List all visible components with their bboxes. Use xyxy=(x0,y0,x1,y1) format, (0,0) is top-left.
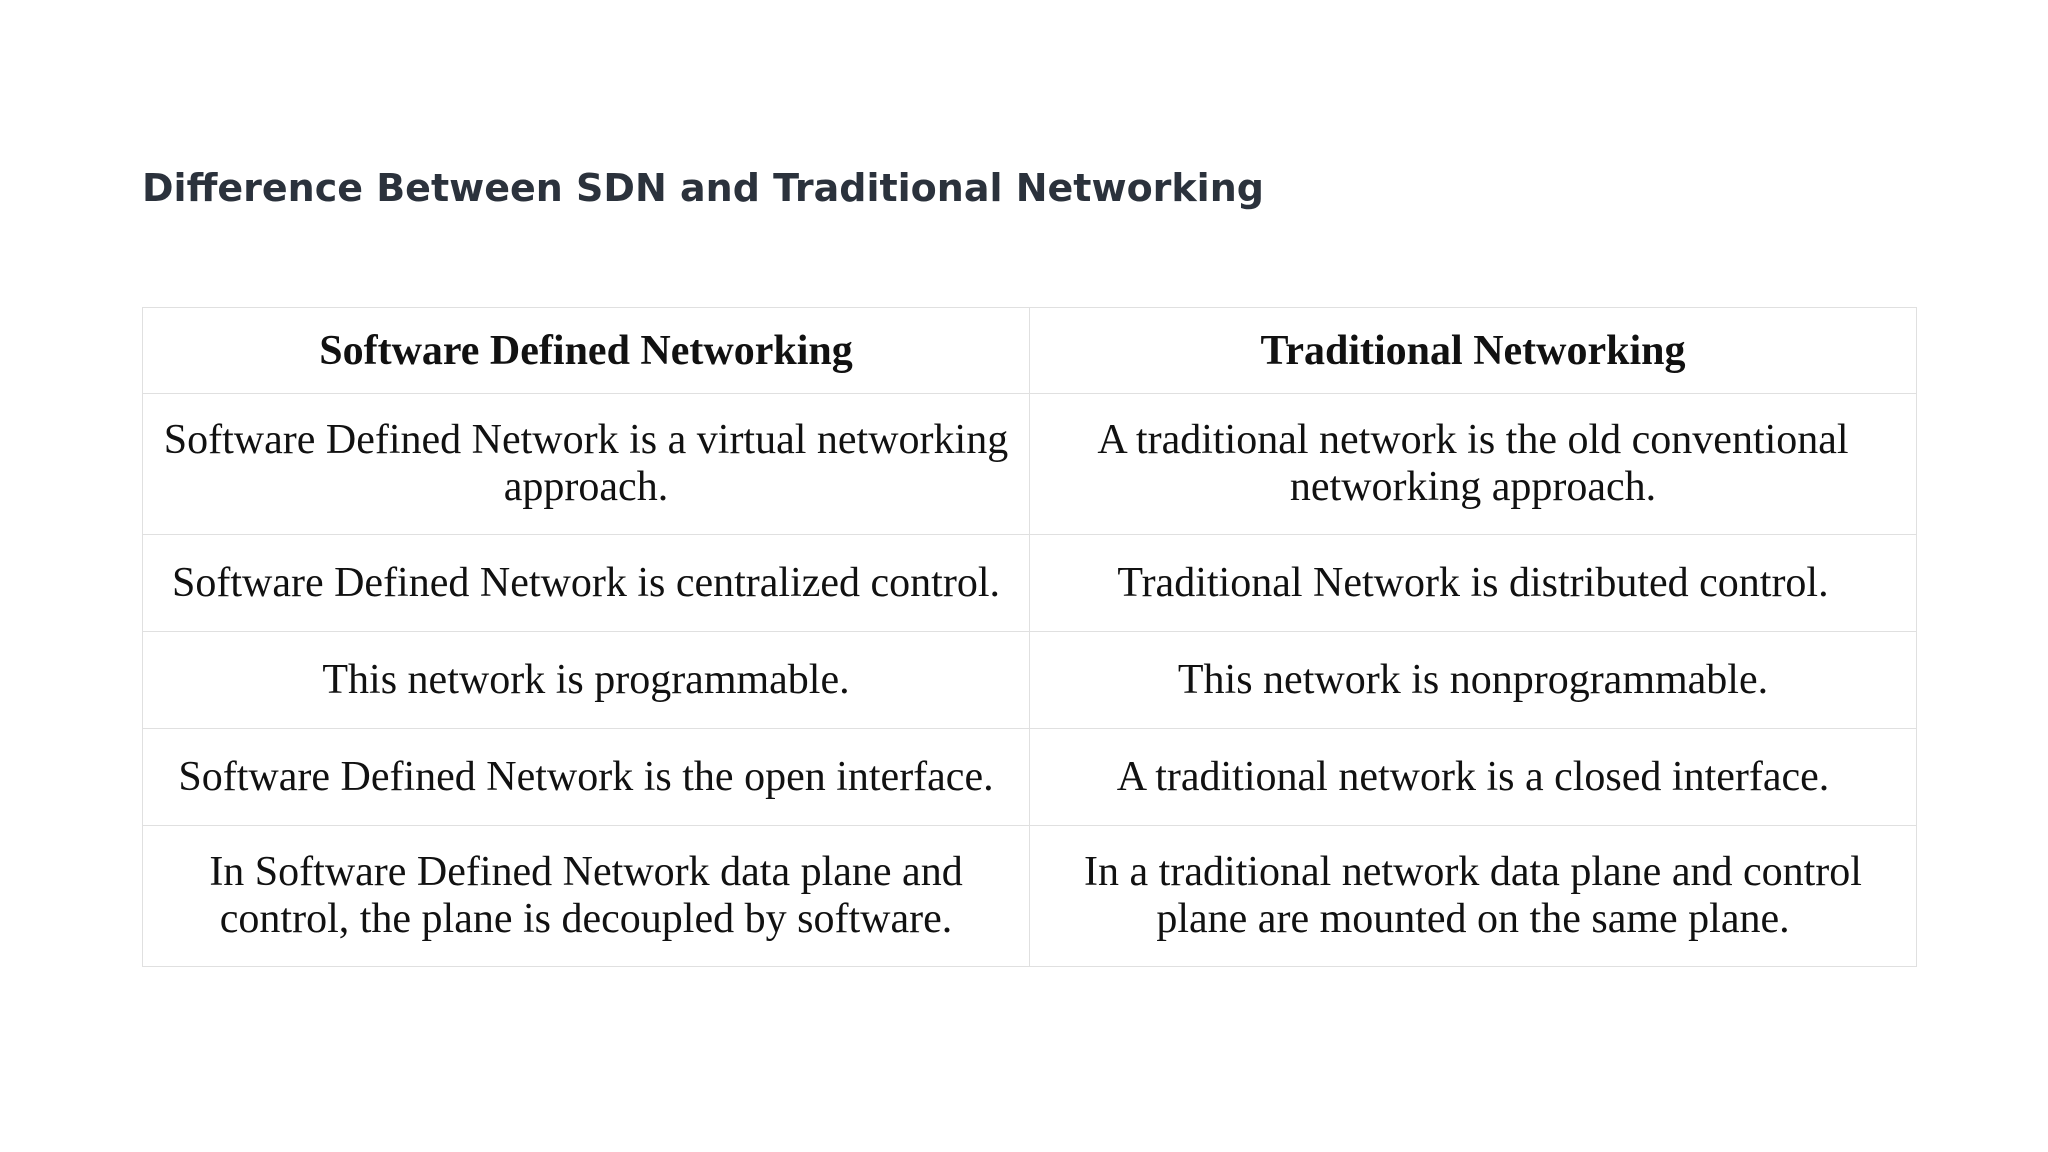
cell-sdn: This network is programmable. xyxy=(142,631,1030,729)
table-row: This network is programmable. This netwo… xyxy=(142,631,1917,729)
table-row: In Software Defined Network data plane a… xyxy=(142,825,1917,967)
cell-traditional: In a traditional network data plane and … xyxy=(1029,825,1917,967)
cell-sdn: In Software Defined Network data plane a… xyxy=(142,825,1030,967)
cell-traditional: Traditional Network is distributed contr… xyxy=(1029,534,1917,632)
comparison-table: Software Defined Networking Traditional … xyxy=(142,307,1917,967)
cell-sdn: Software Defined Network is centralized … xyxy=(142,534,1030,632)
cell-traditional: A traditional network is a closed interf… xyxy=(1029,728,1917,826)
cell-sdn: Software Defined Network is a virtual ne… xyxy=(142,393,1030,535)
table-row: Software Defined Network is the open int… xyxy=(142,728,1917,826)
page-title: Difference Between SDN and Traditional N… xyxy=(142,166,1264,210)
table-row: Software Defined Network is a virtual ne… xyxy=(142,393,1917,535)
table-row: Software Defined Network is centralized … xyxy=(142,534,1917,632)
header-sdn: Software Defined Networking xyxy=(142,307,1030,394)
header-traditional: Traditional Networking xyxy=(1029,307,1917,394)
cell-traditional: This network is nonprogrammable. xyxy=(1029,631,1917,729)
cell-traditional: A traditional network is the old convent… xyxy=(1029,393,1917,535)
cell-sdn: Software Defined Network is the open int… xyxy=(142,728,1030,826)
table-header-row: Software Defined Networking Traditional … xyxy=(142,307,1917,394)
